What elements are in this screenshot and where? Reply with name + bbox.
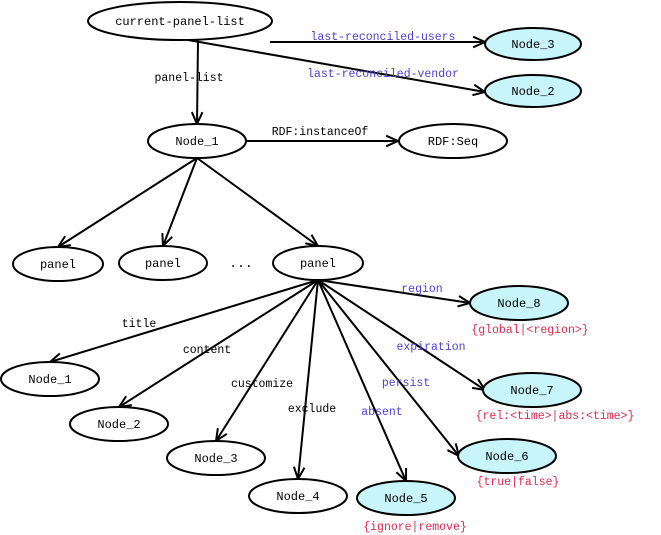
node-allowed-values: {true|false} (477, 476, 560, 489)
edge-line (317, 279, 407, 482)
node-label: Node_8 (497, 297, 540, 311)
node-label: panel (145, 257, 181, 271)
node-label: current-panel-list (115, 15, 245, 29)
node-label: Node_1 (28, 373, 71, 387)
node-c3[interactable]: Node_3 (166, 440, 266, 476)
arrowhead-icon (116, 395, 133, 409)
node-pB[interactable]: panel (118, 245, 208, 281)
node-ellipse (469, 285, 569, 321)
node-label: RDF:Seq (428, 135, 478, 149)
node-allowed-values: {ignore|remove} (363, 521, 467, 534)
edge-pC-to-c6 (317, 279, 461, 458)
edge-line (118, 279, 319, 408)
edge-label: panel-list (154, 72, 223, 85)
labels-layer: last-reconciled-users last-reconciled-ven… (122, 31, 635, 534)
ellipsis-more-panels: ... (229, 256, 252, 271)
node-c8[interactable]: Node_8 (469, 285, 569, 321)
node-c4[interactable]: Node_4 (248, 478, 348, 514)
node-label: panel (40, 258, 76, 272)
edges-layer (47, 35, 488, 484)
edge-label: persist (382, 377, 430, 390)
edge-n1-to-pC (196, 157, 320, 248)
edge-line (317, 279, 471, 304)
node-ellipse (482, 372, 582, 408)
node-c2[interactable]: Node_2 (69, 406, 169, 442)
edge-line (196, 157, 319, 247)
arrowhead-icon (55, 235, 72, 249)
edge-line (317, 279, 486, 391)
edge-label: exclude (288, 403, 336, 416)
node-label: Node_5 (384, 492, 427, 506)
edge-pC-to-c3 (214, 279, 319, 444)
node-ellipse (166, 440, 266, 476)
edge-label: customize (231, 378, 293, 391)
node-n2top[interactable]: Node_2 (484, 74, 582, 108)
node-ellipse (0, 361, 100, 397)
edge-n1-to-pA (55, 157, 198, 249)
node-c7[interactable]: Node_7 (482, 372, 582, 408)
node-label: Node_3 (194, 452, 237, 466)
node-allowed-values: {global|<region>} (471, 324, 588, 337)
node-ellipse (12, 246, 104, 282)
node-c1[interactable]: Node_1 (0, 361, 100, 397)
node-ellipse (118, 245, 208, 281)
node-label: Node_6 (485, 450, 528, 464)
node-c6[interactable]: Node_6 (457, 438, 557, 474)
node-ellipse (147, 123, 247, 159)
edge-pC-to-c4 (292, 279, 319, 482)
node-pC[interactable]: panel (272, 245, 364, 281)
node-ellipse (248, 478, 348, 514)
node-ellipse (457, 438, 557, 474)
edge-line (49, 279, 319, 363)
edge-line (187, 39, 486, 93)
edge-pC-to-c8 (317, 279, 473, 308)
node-ellipse (484, 74, 582, 108)
edge-n1-to-pB (161, 157, 198, 249)
node-ellipse (69, 406, 169, 442)
edge-label: absent (361, 406, 402, 419)
node-root[interactable]: current-panel-list (87, 1, 273, 41)
node-n1[interactable]: Node_1 (147, 123, 247, 159)
node-ellipse (356, 480, 456, 516)
edge-label: RDF:instanceOf (272, 126, 369, 139)
edge-line (297, 279, 319, 480)
node-n3top[interactable]: Node_3 (484, 27, 582, 61)
node-ellipse (398, 123, 508, 159)
node-label: panel (300, 257, 336, 271)
edge-label: title (122, 318, 157, 331)
node-label: Node_3 (511, 38, 554, 52)
edge-label: region (401, 283, 442, 296)
node-seq[interactable]: RDF:Seq (398, 123, 508, 159)
node-pA[interactable]: panel (12, 246, 104, 282)
node-ellipse (272, 245, 364, 281)
edge-label: last-reconciled-vendor (307, 68, 459, 81)
node-label: Node_7 (510, 384, 553, 398)
edge-label: expiration (396, 341, 465, 354)
edge-line (196, 39, 199, 125)
node-allowed-values: {rel:<time>|abs:<time>} (476, 410, 635, 423)
edge-label: content (183, 344, 231, 357)
node-label: Node_1 (175, 135, 218, 149)
edge-line (317, 279, 460, 457)
edge-line (57, 157, 198, 248)
edge-line (215, 279, 319, 442)
edge-line (162, 157, 198, 247)
node-ellipse (484, 27, 582, 61)
node-c5[interactable]: Node_5 (356, 480, 456, 516)
node-label: Node_4 (276, 490, 319, 504)
arrowhead-icon (214, 427, 228, 444)
node-label: Node_2 (511, 85, 554, 99)
edge-label: last-reconciled-users (311, 31, 456, 44)
node-label: Node_2 (97, 418, 140, 432)
node-ellipse (87, 1, 273, 41)
